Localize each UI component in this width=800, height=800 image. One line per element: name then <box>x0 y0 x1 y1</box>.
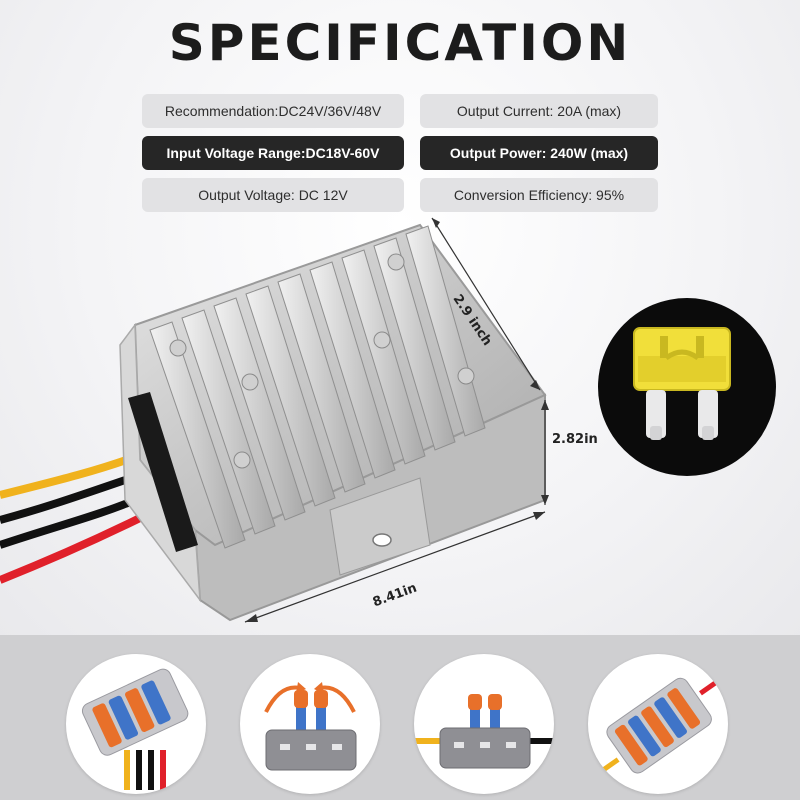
spec-recommendation: Recommendation:DC24V/36V/48V <box>142 94 404 128</box>
spec-output-power: Output Power: 240W (max) <box>420 136 658 170</box>
lever-wire-connector-icon <box>597 677 722 776</box>
connector-thumb-1 <box>66 654 206 794</box>
connector-thumb-3 <box>414 654 554 794</box>
spec-output-voltage: Output Voltage: DC 12V <box>142 178 404 212</box>
mini-blade-fuse-icon <box>633 327 731 440</box>
black-wire <box>0 494 142 549</box>
aluminum-converter-icon <box>0 217 549 623</box>
connector-thumb-2 <box>240 654 380 794</box>
lever-wire-connector-icon <box>81 668 189 790</box>
page-title: SPECIFICATION <box>168 14 632 72</box>
red-wire <box>0 514 142 584</box>
spec-input-voltage-range: Input Voltage Range:DC18V-60V <box>142 136 404 170</box>
spec-conversion-efficiency: Conversion Efficiency: 95% <box>420 178 658 212</box>
black-wire <box>0 471 142 524</box>
lever-wire-connector-icon <box>414 694 554 769</box>
yellow-wire <box>0 451 142 499</box>
lever-wire-connector-icon <box>264 682 357 771</box>
fuse-thumbnail <box>598 298 776 476</box>
dimension-height: 2.82in <box>552 432 598 447</box>
spec-output-current: Output Current: 20A (max) <box>420 94 658 128</box>
connector-thumb-4 <box>588 654 728 794</box>
